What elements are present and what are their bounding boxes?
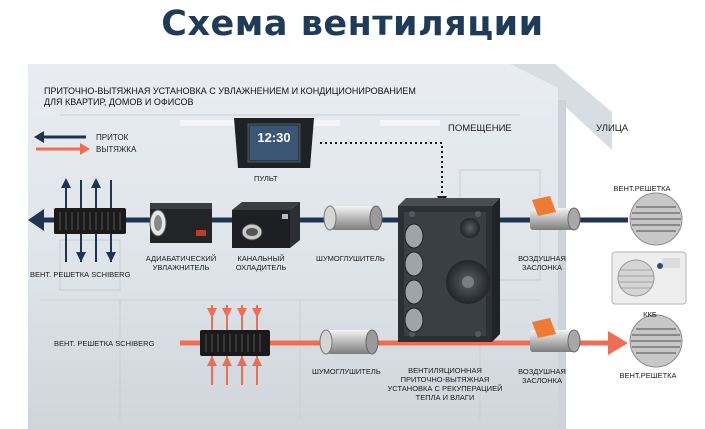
legend-supply-arrow: [34, 131, 86, 143]
silencer-top: [323, 205, 383, 231]
silencer-bottom: [319, 329, 379, 355]
ventilation-unit: [398, 198, 500, 342]
humidifier-label-2: УВЛАЖНИТЕЛЬ: [152, 263, 210, 272]
panel-label: ПУЛЬТ: [254, 174, 278, 183]
street-grille-top: [629, 192, 683, 246]
control-link: [320, 142, 443, 198]
building-outer-wall: [558, 100, 566, 429]
grille-top-label: ВЕНТ. РЕШЕТКА SCHIBERG: [30, 270, 131, 279]
zone-street-label: УЛИЦА: [596, 123, 629, 134]
channel-cooler: [232, 202, 300, 248]
cooler-label-1: КАНАЛЬНЫЙ: [237, 254, 285, 263]
kkb-label: ККБ: [643, 310, 657, 319]
street-grille-top-label: ВЕНТ.РЕШЕТКА: [613, 184, 671, 193]
silencer-top-label: ШУМОГЛУШИТЕЛЬ: [316, 254, 385, 263]
subtitle-line1: ПРИТОЧНО-ВЫТЯЖНАЯ УСТАНОВКА С УВЛАЖНЕНИЕ…: [44, 86, 416, 96]
air-damper-top: [530, 196, 581, 231]
street-grille-bottom-label: ВЕНТ.РЕШЕТКА: [619, 371, 677, 380]
building-roof: [510, 64, 612, 150]
unit-label-3: УСТАНОВКА С РЕКУПЕРАЦИЕЙ: [387, 384, 503, 393]
zone-room-label: ПОМЕЩЕНИЕ: [448, 123, 512, 134]
cooler-label-2: ОХЛАДИТЕЛЬ: [235, 263, 287, 272]
grille-bottom-label: ВЕНТ. РЕШЕТКА SCHIBERG: [54, 339, 155, 348]
condensing-unit: [611, 251, 687, 305]
unit-label-1: ВЕНТИЛЯЦИОННАЯ: [408, 366, 482, 375]
unit-label-4: ТЕПЛА И ВЛАГИ: [415, 393, 475, 402]
damper-bottom-label-2: ЗАСЛОНКА: [521, 376, 563, 385]
room-grille-bottom: [200, 330, 270, 356]
room-grille-top: [54, 208, 126, 234]
street-grille-bottom: [629, 314, 683, 368]
air-damper-bottom: [530, 318, 581, 353]
legend-exhaust-arrow: [36, 143, 90, 155]
subtitle-line2: ДЛЯ КВАРТИР, ДОМОВ И ОФИСОВ: [44, 97, 194, 107]
damper-bottom-label-1: ВОЗДУШНАЯ: [518, 367, 566, 376]
page-title: Схема вентиляции: [161, 4, 544, 44]
humidifier-label-1: АДИАБАТИЧЕСКИЙ: [145, 254, 217, 263]
unit-label-2: ПРИТОЧНО-ВЫТЯЖНАЯ: [400, 375, 490, 384]
damper-top-label-1: ВОЗДУШНАЯ: [518, 254, 566, 263]
adiabatic-humidifier: [149, 203, 212, 243]
legend-exhaust-label: ВЫТЯЖКА: [96, 145, 137, 154]
panel-screen-time: 12:30: [257, 130, 291, 145]
control-panel: [234, 118, 314, 168]
legend-supply-label: ПРИТОК: [96, 133, 129, 142]
silencer-bottom-label: ШУМОГЛУШИТЕЛЬ: [312, 367, 381, 376]
damper-top-label-2: ЗАСЛОНКА: [521, 263, 563, 272]
